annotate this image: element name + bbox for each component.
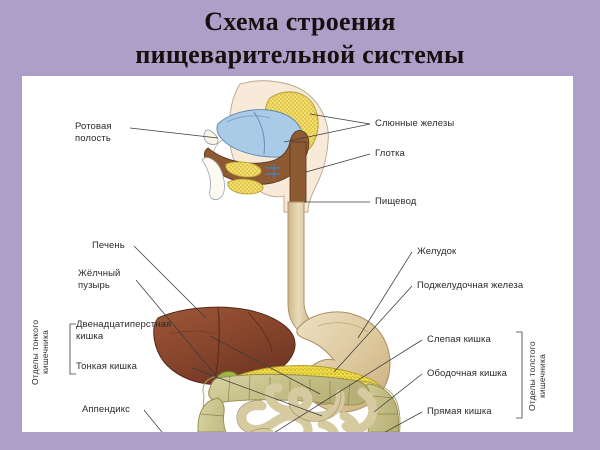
label-colon: Ободочная кишка <box>427 368 508 379</box>
label-liver: Печень <box>92 240 125 251</box>
label-cecum: Слепая кишка <box>427 334 491 345</box>
bracket-large-intestine <box>516 331 523 419</box>
label-salivary-glands: Слюнные железы <box>375 118 455 129</box>
label-duodenum: Двенадцатиперстная кишка <box>76 319 172 342</box>
leader-appendix <box>143 409 163 432</box>
leader-rectum <box>384 411 423 432</box>
group-label-small-intestine: Отделы тонкого кишечника <box>30 319 50 385</box>
leader-gallbladder <box>135 279 219 379</box>
title-line-2: пищеварительной системы <box>135 40 465 69</box>
label-stomach: Желудок <box>417 246 457 257</box>
leader-salivary-2 <box>283 123 371 143</box>
leader-colon <box>373 373 423 413</box>
label-pancreas: Поджелудочная железа <box>417 280 524 291</box>
diagram-panel: Ротовая полость Печень Жёлчный пузырь Дв… <box>22 76 573 432</box>
leader-pharynx <box>305 153 371 173</box>
leader-duodenum <box>209 335 321 395</box>
esophagus <box>287 201 315 331</box>
label-gallbladder: Жёлчный пузырь <box>78 268 121 291</box>
label-appendix: Аппендикс <box>82 404 130 415</box>
bracket-small-intestine <box>69 323 76 375</box>
label-small-intestine: Тонкая кишка <box>76 361 137 372</box>
page-title: Схема строения пищеварительной системы <box>0 0 600 76</box>
digestive-system-illustration <box>69 80 523 432</box>
leader-cecum <box>274 339 423 432</box>
label-esophagus: Пищевод <box>375 196 417 207</box>
leader-liver <box>133 245 207 319</box>
leader-small-intestine <box>191 367 323 417</box>
small-intestine-outline <box>236 388 342 432</box>
label-oral-cavity: Ротовая полость <box>75 121 112 144</box>
label-pharynx: Глотка <box>375 148 405 159</box>
salivary-glands-sublingual <box>225 161 264 195</box>
title-line-1: Схема строения <box>204 7 396 36</box>
leader-stomach <box>357 251 413 339</box>
leader-oral-cavity <box>129 127 219 139</box>
leader-pancreas <box>333 285 413 373</box>
salivary-ducts <box>266 164 280 178</box>
leader-salivary-1 <box>309 113 371 125</box>
leader-lines <box>129 113 423 432</box>
brackets <box>69 323 523 419</box>
group-label-large-intestine: Отделы толстого кишечника <box>527 341 547 411</box>
label-rectum: Прямая кишка <box>427 406 492 417</box>
mandible-shapes <box>201 157 225 200</box>
